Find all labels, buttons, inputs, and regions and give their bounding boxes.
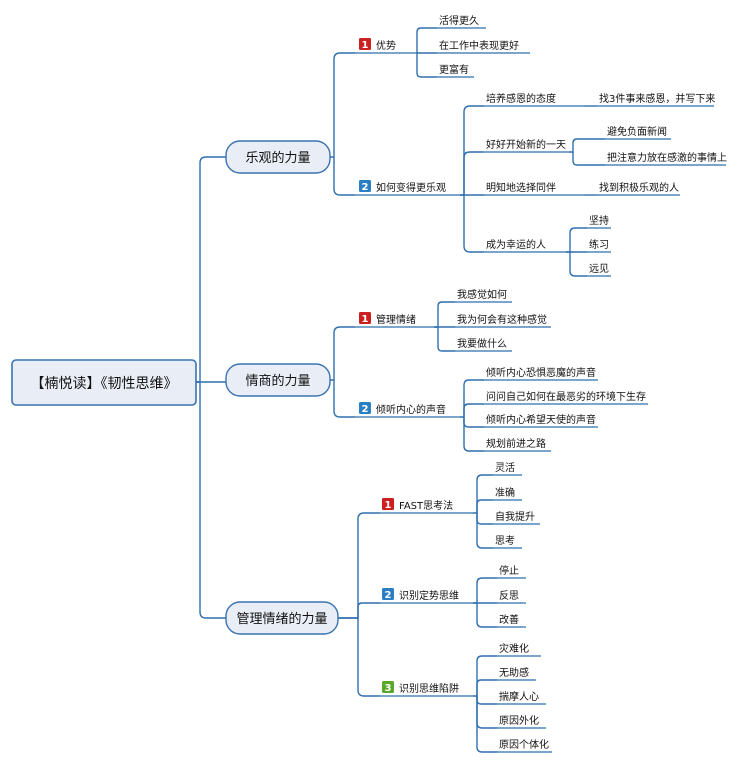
leaf-label[interactable]: 更富有	[439, 63, 469, 76]
leaf-label[interactable]: 练习	[589, 238, 609, 251]
svg-text:2: 2	[362, 404, 369, 415]
subtopic-become-optimistic[interactable]: 2 如何变得更乐观	[359, 180, 446, 194]
leaf-label[interactable]: 避免负面新闻	[607, 125, 667, 138]
priority-1-icon: 1	[382, 498, 394, 511]
subtopic-label: 管理情绪	[376, 313, 416, 326]
svg-text:3: 3	[385, 683, 392, 694]
priority-2-icon: 2	[382, 588, 394, 601]
main-topic-label: 管理情绪的力量	[236, 611, 327, 627]
node-label[interactable]: 好好开始新的一天	[486, 138, 566, 151]
subtopic-label: 识别定势思维	[399, 589, 459, 602]
svg-text:2: 2	[362, 182, 369, 193]
subtopic-fixed-mindset[interactable]: 2 识别定势思维	[382, 588, 459, 602]
main-topic-emotional-intelligence[interactable]: 情商的力量	[225, 363, 331, 397]
svg-text:1: 1	[362, 314, 369, 325]
leaf-label[interactable]: 自我提升	[495, 510, 535, 523]
connectors	[196, 27, 726, 753]
leaf-label[interactable]: 思考	[495, 535, 515, 547]
subtopic-label: 优势	[376, 39, 396, 52]
node-label[interactable]: 成为幸运的人	[486, 238, 546, 251]
subtopic-manage-emotions[interactable]: 1 管理情绪	[359, 312, 416, 326]
leaf-label[interactable]: 把注意力放在感激的事情上	[607, 151, 727, 164]
leaf-label[interactable]: 在工作中表现更好	[439, 39, 519, 52]
subtopic-label: 识别思维陷阱	[399, 682, 459, 695]
priority-2-icon: 2	[359, 402, 371, 415]
leaf-label[interactable]: 规划前进之路	[486, 437, 546, 450]
subtopic-thinking-traps[interactable]: 3 识别思维陷阱	[382, 681, 459, 695]
main-topic-emotion-management[interactable]: 管理情绪的力量	[225, 601, 339, 635]
leaf-label[interactable]: 活得更久	[439, 15, 479, 27]
leaf-label[interactable]: 远见	[589, 263, 609, 275]
priority-1-icon: 1	[359, 38, 371, 51]
leaf-label[interactable]: 坚持	[589, 214, 609, 227]
leaf-label[interactable]: 倾听内心希望天使的声音	[486, 413, 596, 426]
leaf-label[interactable]: 准确	[495, 486, 515, 499]
leaf-label[interactable]: 找到积极乐观的人	[599, 181, 679, 194]
leaf-label[interactable]: 原因个体化	[499, 738, 549, 751]
leaf-label[interactable]: 反思	[499, 590, 519, 602]
subtopic-label: FAST思考法	[399, 499, 453, 512]
subtopic-label: 倾听内心的声音	[376, 403, 446, 416]
priority-3-icon: 3	[382, 681, 394, 694]
leaf-label[interactable]: 倾听内心恐惧恶魔的声音	[486, 366, 596, 379]
root-topic[interactable]: 【楠悦读】《韧性思维》	[11, 359, 197, 406]
subtopic-label: 如何变得更乐观	[376, 181, 446, 194]
priority-1-icon: 1	[359, 312, 371, 325]
svg-text:1: 1	[362, 40, 369, 51]
main-topic-label: 乐观的力量	[245, 150, 310, 166]
subtopic-inner-voice[interactable]: 2 倾听内心的声音	[359, 402, 446, 416]
leaf-label[interactable]: 我为何会有这种感觉	[457, 313, 547, 326]
main-topic-label: 情商的力量	[245, 373, 310, 389]
node-label[interactable]: 培养感恩的态度	[486, 92, 556, 105]
leaf-label[interactable]: 灵活	[495, 462, 515, 474]
leaf-label[interactable]: 找3件事来感恩，并写下来	[599, 92, 715, 105]
leaf-label[interactable]: 我感觉如何	[457, 288, 507, 301]
main-topic-optimism[interactable]: 乐观的力量	[225, 140, 331, 174]
leaf-label[interactable]: 停止	[499, 564, 519, 577]
leaf-label[interactable]: 原因外化	[499, 714, 539, 727]
node-label[interactable]: 明知地选择同伴	[486, 181, 556, 194]
leaf-label[interactable]: 揣摩人心	[499, 690, 539, 703]
subtopic-advantages[interactable]: 1 优势	[359, 38, 396, 52]
leaf-label[interactable]: 无助感	[499, 666, 529, 679]
svg-text:2: 2	[385, 590, 392, 601]
leaf-label[interactable]: 改善	[499, 613, 519, 626]
priority-2-icon: 2	[359, 180, 371, 193]
svg-text:1: 1	[385, 500, 392, 511]
leaf-label[interactable]: 问问自己如何在最恶劣的环境下生存	[486, 390, 646, 403]
root-label: 【楠悦读】《韧性思维》	[31, 375, 178, 392]
leaf-label[interactable]: 灾难化	[499, 642, 529, 655]
leaf-label[interactable]: 我要做什么	[457, 337, 507, 350]
subtopic-fast-thinking[interactable]: 1 FAST思考法	[382, 498, 453, 512]
